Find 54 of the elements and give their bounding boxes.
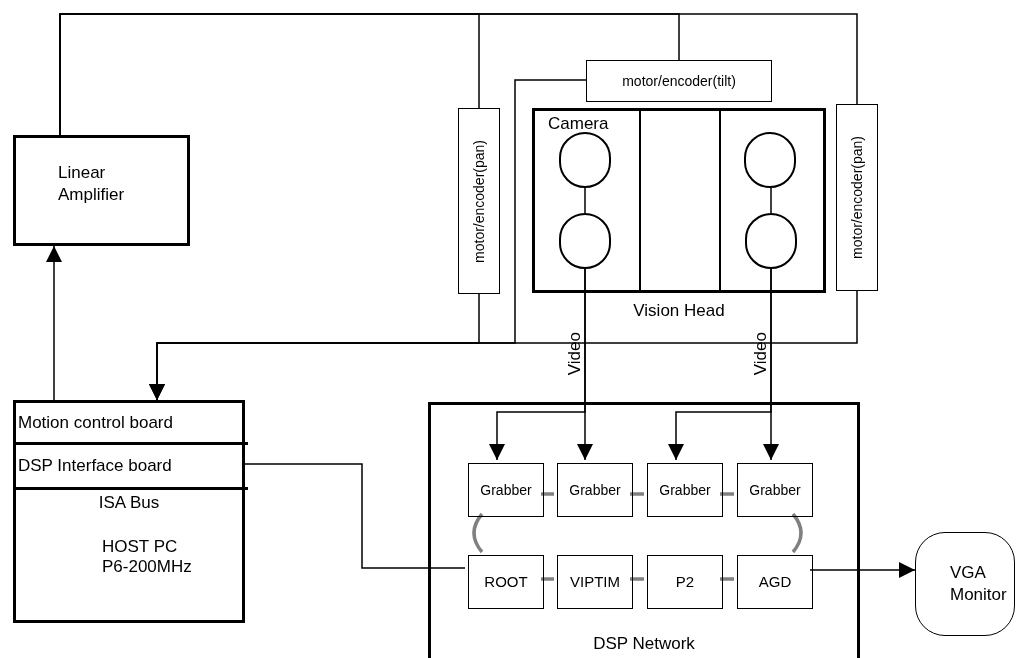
- box-label: AGD: [758, 571, 792, 592]
- box-label: Grabber: [569, 480, 621, 500]
- processor-box: [737, 555, 813, 609]
- camera-label: Camera: [548, 114, 609, 134]
- amplifier-box: [13, 135, 190, 246]
- link-line: [791, 512, 803, 554]
- processor-box: [468, 463, 544, 517]
- box-label: motor/encoder(pan): [469, 139, 488, 263]
- arrow: [809, 562, 916, 578]
- link-line: [630, 492, 644, 496]
- box-label: Grabber: [749, 480, 801, 500]
- host-pc-box: [13, 400, 245, 623]
- box-label: P2: [675, 571, 695, 592]
- box-label: DSP Network: [592, 633, 696, 655]
- arrow: [46, 245, 62, 401]
- processor-box: [737, 463, 813, 517]
- processor-box: [647, 463, 723, 517]
- network-box: [428, 402, 860, 658]
- motor-box: [458, 108, 500, 294]
- processor-box: [557, 555, 633, 609]
- connector-line: [244, 463, 466, 569]
- box-label: Motion control board: [17, 411, 174, 434]
- box-label: Grabber: [480, 480, 532, 500]
- box-label: HOST PC P6-200MHz: [102, 537, 193, 577]
- monitor-box: [915, 532, 1015, 636]
- box-label: Linear Amplifier: [58, 162, 126, 206]
- link-line: [472, 512, 484, 554]
- processor-box: [468, 555, 544, 609]
- link-line: [541, 577, 554, 581]
- box-label: ROOT: [484, 571, 528, 592]
- box-label: ISA Bus: [98, 493, 160, 513]
- processor-box: [647, 555, 723, 609]
- box-label: Vision Head: [632, 300, 726, 322]
- box-label: VGA Monitor: [950, 562, 1008, 606]
- edge-label: Video: [566, 332, 583, 376]
- arrow: [149, 290, 858, 401]
- connector-line: [584, 187, 586, 214]
- box-label: motor/encoder(pan): [847, 136, 866, 259]
- arrow: [577, 268, 593, 461]
- motor-box: [836, 104, 878, 291]
- link-line: [720, 577, 734, 581]
- edge-label: Video: [752, 332, 769, 376]
- box-label: Grabber: [659, 480, 711, 500]
- connector-line: [59, 13, 858, 136]
- connector-line: [770, 187, 772, 214]
- link-line: [720, 492, 734, 496]
- box-label: DSP Interface board: [17, 455, 173, 478]
- arrow: [763, 268, 779, 461]
- box-label: VIPTIM: [570, 571, 620, 592]
- box-label: motor/encoder(tilt): [622, 71, 736, 91]
- link-line: [541, 492, 554, 496]
- motor-box: [586, 60, 772, 102]
- processor-box: [557, 463, 633, 517]
- link-line: [630, 577, 644, 581]
